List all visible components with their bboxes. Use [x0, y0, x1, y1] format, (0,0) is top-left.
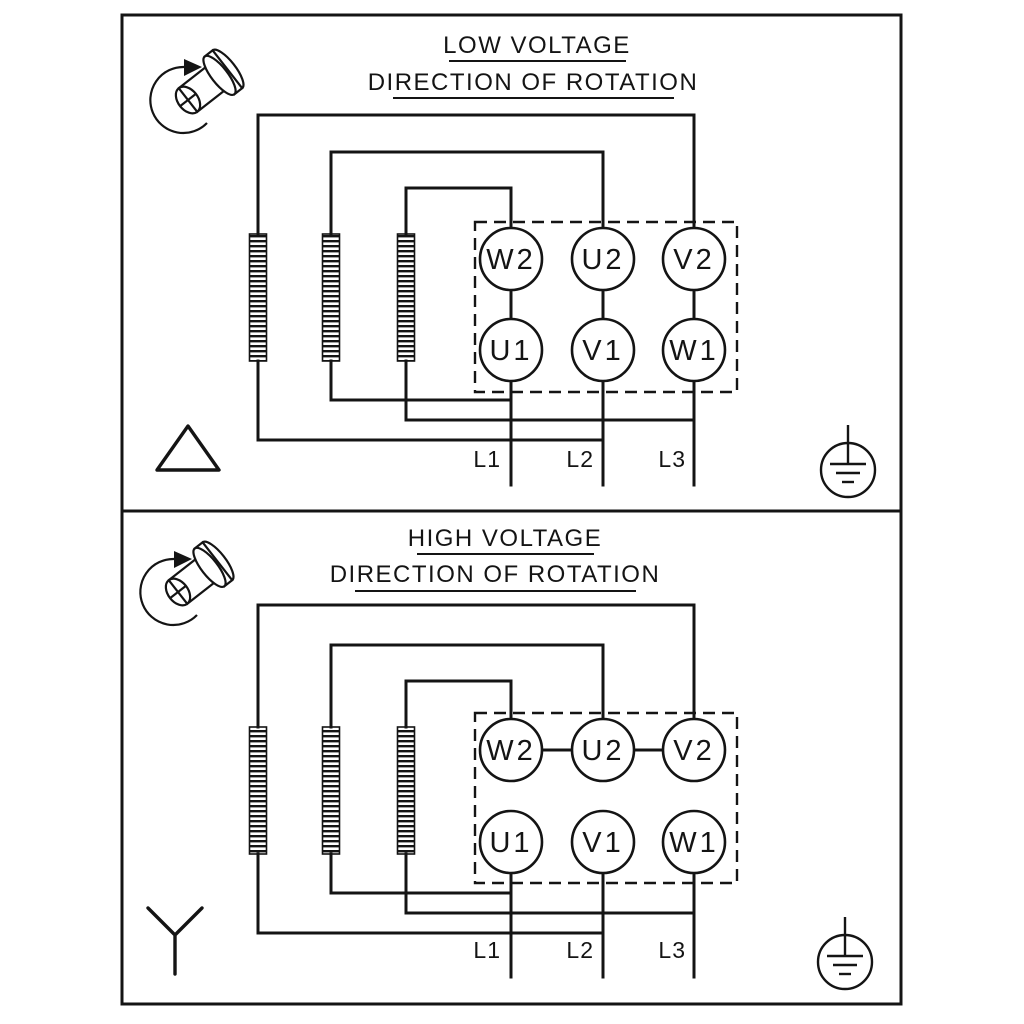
- terminal-label: U1: [489, 827, 532, 859]
- low-voltage-panel: LOW VOLTAGE DIRECTION OF ROTATION: [149, 32, 877, 499]
- supply-label-l1: L1: [473, 446, 501, 472]
- motor-winding-3: [396, 233, 416, 362]
- shaft-face-cross-h: [179, 92, 197, 108]
- wire: [329, 150, 605, 236]
- wire: [404, 186, 513, 236]
- terminal-v2: V2: [661, 226, 727, 292]
- panel-title: HIGH VOLTAGE: [408, 525, 602, 552]
- shaft-rotation-icon: [149, 48, 245, 135]
- motor-winding-1: [248, 233, 268, 362]
- wire: [404, 679, 513, 729]
- terminal-v1: V1: [570, 809, 636, 875]
- motor-winding-1: [248, 726, 268, 855]
- terminal-w2: W2: [478, 226, 544, 292]
- shaft-flange-rim: [202, 54, 237, 97]
- terminal-label: W2: [486, 735, 536, 767]
- wire: [256, 603, 696, 729]
- terminal-label: U2: [581, 735, 624, 767]
- panel-title: LOW VOLTAGE: [443, 32, 631, 59]
- wire: [256, 852, 605, 935]
- terminal-u1: U1: [478, 809, 544, 875]
- motor-winding-2: [321, 233, 341, 362]
- wire: [256, 113, 696, 236]
- terminal-label: V1: [582, 827, 623, 859]
- wire: [404, 359, 696, 422]
- high-voltage-panel: HIGH VOLTAGE DIRECTION OF ROTATION: [139, 525, 874, 991]
- wire: [329, 359, 513, 402]
- terminal-u2: U2: [570, 717, 636, 783]
- supply-label-l2: L2: [566, 937, 594, 963]
- terminal-w1: W1: [661, 809, 727, 875]
- wire: [404, 852, 696, 915]
- wire: [256, 359, 605, 442]
- terminal-box: [473, 220, 739, 394]
- rotation-arrow: [139, 557, 198, 627]
- terminal-label: V2: [673, 244, 714, 276]
- earth-ground-icon: [816, 917, 874, 991]
- supply-label-l3: L3: [658, 446, 686, 472]
- wire: [329, 643, 605, 729]
- earth-ground-icon: [819, 425, 877, 499]
- wire: [329, 852, 513, 895]
- terminal-label: W1: [669, 335, 719, 367]
- panel-subtitle: DIRECTION OF ROTATION: [368, 69, 699, 96]
- shaft-face-cross-h: [169, 584, 187, 600]
- terminal-v1: V1: [570, 317, 636, 383]
- terminal-v2: V2: [661, 717, 727, 783]
- rotation-arrowhead-icon: [174, 551, 192, 568]
- terminal-label: W1: [669, 827, 719, 859]
- terminal-label: V1: [582, 335, 623, 367]
- panel-subtitle: DIRECTION OF ROTATION: [330, 561, 661, 588]
- supply-label-l3: L3: [658, 937, 686, 963]
- motor-winding-3: [396, 726, 416, 855]
- supply-label-l2: L2: [566, 446, 594, 472]
- terminal-label: V2: [673, 735, 714, 767]
- terminal-u2: U2: [570, 226, 636, 292]
- motor-winding-2: [321, 726, 341, 855]
- delta-symbol: [155, 424, 221, 472]
- shaft-flange-rim: [192, 546, 227, 589]
- terminal-u1: U1: [478, 317, 544, 383]
- shaft-rotation-icon: [139, 540, 235, 627]
- rotation-arrow: [149, 65, 208, 135]
- terminal-label: U1: [489, 335, 532, 367]
- rotation-arrowhead-icon: [184, 59, 202, 76]
- terminal-w1: W1: [661, 317, 727, 383]
- terminal-w2: W2: [478, 717, 544, 783]
- terminal-box: [473, 711, 739, 885]
- terminal-label: W2: [486, 244, 536, 276]
- supply-label-l1: L1: [473, 937, 501, 963]
- terminal-label: U2: [581, 244, 624, 276]
- star-symbol: [146, 906, 204, 976]
